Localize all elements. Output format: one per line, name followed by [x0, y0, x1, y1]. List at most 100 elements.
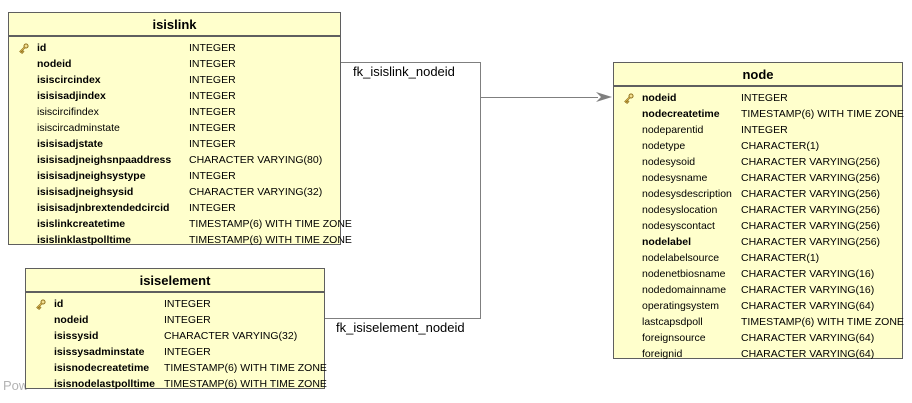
table-row: nodelabelsource CHARACTER(1)	[614, 250, 902, 266]
column-name: isisnodecreatetime	[54, 362, 150, 374]
column-type: CHARACTER VARYING(64)	[741, 332, 875, 344]
column-type: CHARACTER VARYING(64)	[741, 348, 875, 360]
column-name: isislinkcreatetime	[37, 218, 126, 230]
column-name: isisisadjstate	[37, 138, 103, 150]
table-row: isisnodelastpolltime TIMESTAMP(6) WITH T…	[26, 376, 327, 392]
table-row: isisisadjindex INTEGER	[9, 88, 340, 104]
column-type: CHARACTER(1)	[741, 252, 820, 264]
column-name: nodeid	[54, 314, 89, 326]
table-row: nodesysname CHARACTER VARYING(256)	[614, 170, 902, 186]
column-name: isisnodelastpolltime	[54, 378, 155, 390]
table-title: isislink	[9, 13, 340, 37]
column-type: TIMESTAMP(6) WITH TIME ZONE	[189, 218, 352, 230]
column-name: isisisadjnbrextendedcircid	[37, 202, 170, 214]
edge-label-fk-isiselement-nodeid: fk_isiselement_nodeid	[336, 320, 465, 335]
column-type: INTEGER	[164, 346, 211, 358]
column-type: INTEGER	[741, 92, 788, 104]
column-type: INTEGER	[189, 138, 236, 150]
table-row: id INTEGER	[9, 40, 340, 56]
column-type: TIMESTAMP(6) WITH TIME ZONE	[164, 378, 327, 390]
table-row: isisisadjnbrextendedcircid INTEGER	[9, 200, 340, 216]
table-row: nodecreatetime TIMESTAMP(6) WITH TIME ZO…	[614, 106, 904, 122]
column-name: isiscircindex	[37, 74, 101, 86]
column-type: INTEGER	[189, 90, 236, 102]
column-type: CHARACTER VARYING(16)	[741, 284, 875, 296]
primary-key-icon	[9, 42, 37, 55]
table-row: isislinklastpolltime TIMESTAMP(6) WITH T…	[9, 232, 352, 248]
column-name: foreignid	[642, 348, 683, 360]
column-name: nodedomainname	[642, 284, 727, 296]
column-name: nodeparentid	[642, 124, 704, 136]
table-row: foreignsource CHARACTER VARYING(64)	[614, 330, 902, 346]
column-type: CHARACTER(1)	[741, 140, 820, 152]
table-row: isissysid CHARACTER VARYING(32)	[26, 328, 324, 344]
column-type: INTEGER	[189, 58, 236, 70]
column-name: nodecreatetime	[642, 108, 720, 120]
column-name: nodesysoid	[642, 156, 696, 168]
column-type: INTEGER	[189, 74, 236, 86]
table-row: isiscircifindex INTEGER	[9, 104, 340, 120]
column-type: CHARACTER VARYING(32)	[164, 330, 298, 342]
column-type: INTEGER	[164, 314, 211, 326]
column-name: id	[54, 298, 64, 310]
column-name: isisisadjneighsysid	[37, 186, 134, 198]
table-rows: id INTEGER nodeid INTEGER	[26, 293, 327, 392]
column-name: foreignsource	[642, 332, 706, 344]
table-row: nodesyscontact CHARACTER VARYING(256)	[614, 218, 902, 234]
table-row: nodeid INTEGER	[26, 312, 324, 328]
table-row: isissysadminstate INTEGER	[26, 344, 324, 360]
column-type: TIMESTAMP(6) WITH TIME ZONE	[741, 316, 904, 328]
table-row: id INTEGER	[26, 296, 324, 312]
column-type: INTEGER	[741, 124, 788, 136]
column-type: CHARACTER VARYING(256)	[741, 188, 881, 200]
edge-label-fk-isislink-nodeid: fk_isislink_nodeid	[353, 64, 455, 79]
table-node-isiselement[interactable]: isiselement id INTEGER	[25, 268, 327, 392]
column-name: nodeid	[642, 92, 677, 104]
primary-key-icon	[26, 298, 54, 311]
column-type: INTEGER	[164, 298, 211, 310]
column-type: INTEGER	[189, 202, 236, 214]
column-name: isisisadjneighsystype	[37, 170, 146, 182]
table-row: isisnodecreatetime TIMESTAMP(6) WITH TIM…	[26, 360, 327, 376]
column-type: CHARACTER VARYING(256)	[741, 204, 881, 216]
watermark-text: Pow	[3, 378, 29, 393]
table-row: nodeparentid INTEGER	[614, 122, 902, 138]
column-type: CHARACTER VARYING(80)	[189, 154, 323, 166]
column-name: isisisadjindex	[37, 90, 106, 102]
column-name: isissysid	[54, 330, 99, 342]
edge-fk-isislink-nodeid-horizontal	[341, 62, 481, 63]
column-name: nodelabel	[642, 236, 692, 248]
table-row: nodeid INTEGER	[9, 56, 340, 72]
table-row: nodesyslocation CHARACTER VARYING(256)	[614, 202, 902, 218]
table-row: isisisadjneighsystype INTEGER	[9, 168, 340, 184]
column-name: isiscircifindex	[37, 106, 99, 118]
table-row: nodesysoid CHARACTER VARYING(256)	[614, 154, 902, 170]
table-row: isislinkcreatetime TIMESTAMP(6) WITH TIM…	[9, 216, 352, 232]
column-type: INTEGER	[189, 106, 236, 118]
column-name: nodesysdescription	[642, 188, 732, 200]
column-type: CHARACTER VARYING(32)	[189, 186, 323, 198]
table-node-isislink[interactable]: isislink id INTEGER	[8, 12, 352, 248]
table-row: isisisadjneighsnpaaddress CHARACTER VARY…	[9, 152, 340, 168]
table-title: node	[614, 63, 902, 87]
table-row: isiscircindex INTEGER	[9, 72, 340, 88]
table-title: isiselement	[26, 269, 324, 293]
edge-fk-isiselement-nodeid-horizontal	[325, 318, 481, 319]
column-name: operatingsystem	[642, 300, 720, 312]
column-name: nodesysname	[642, 172, 708, 184]
table-row: isisisadjneighsysid CHARACTER VARYING(32…	[9, 184, 340, 200]
table-rows: nodeid INTEGER nodecreatetime TIMESTAMP(…	[614, 87, 904, 362]
column-name: nodelabelsource	[642, 252, 720, 264]
table-node-node[interactable]: node nodeid INTEGER	[613, 62, 904, 362]
arrowhead-icon	[596, 92, 612, 102]
table-row: isisisadjstate INTEGER	[9, 136, 340, 152]
column-name: isiscircadminstate	[37, 122, 120, 134]
table-row: isiscircadminstate INTEGER	[9, 120, 340, 136]
table-row: nodetype CHARACTER(1)	[614, 138, 902, 154]
column-type: CHARACTER VARYING(16)	[741, 268, 875, 280]
column-name: nodeid	[37, 58, 72, 70]
primary-key-icon	[614, 92, 642, 105]
column-type: CHARACTER VARYING(256)	[741, 236, 881, 248]
table-row: nodenetbiosname CHARACTER VARYING(16)	[614, 266, 902, 282]
